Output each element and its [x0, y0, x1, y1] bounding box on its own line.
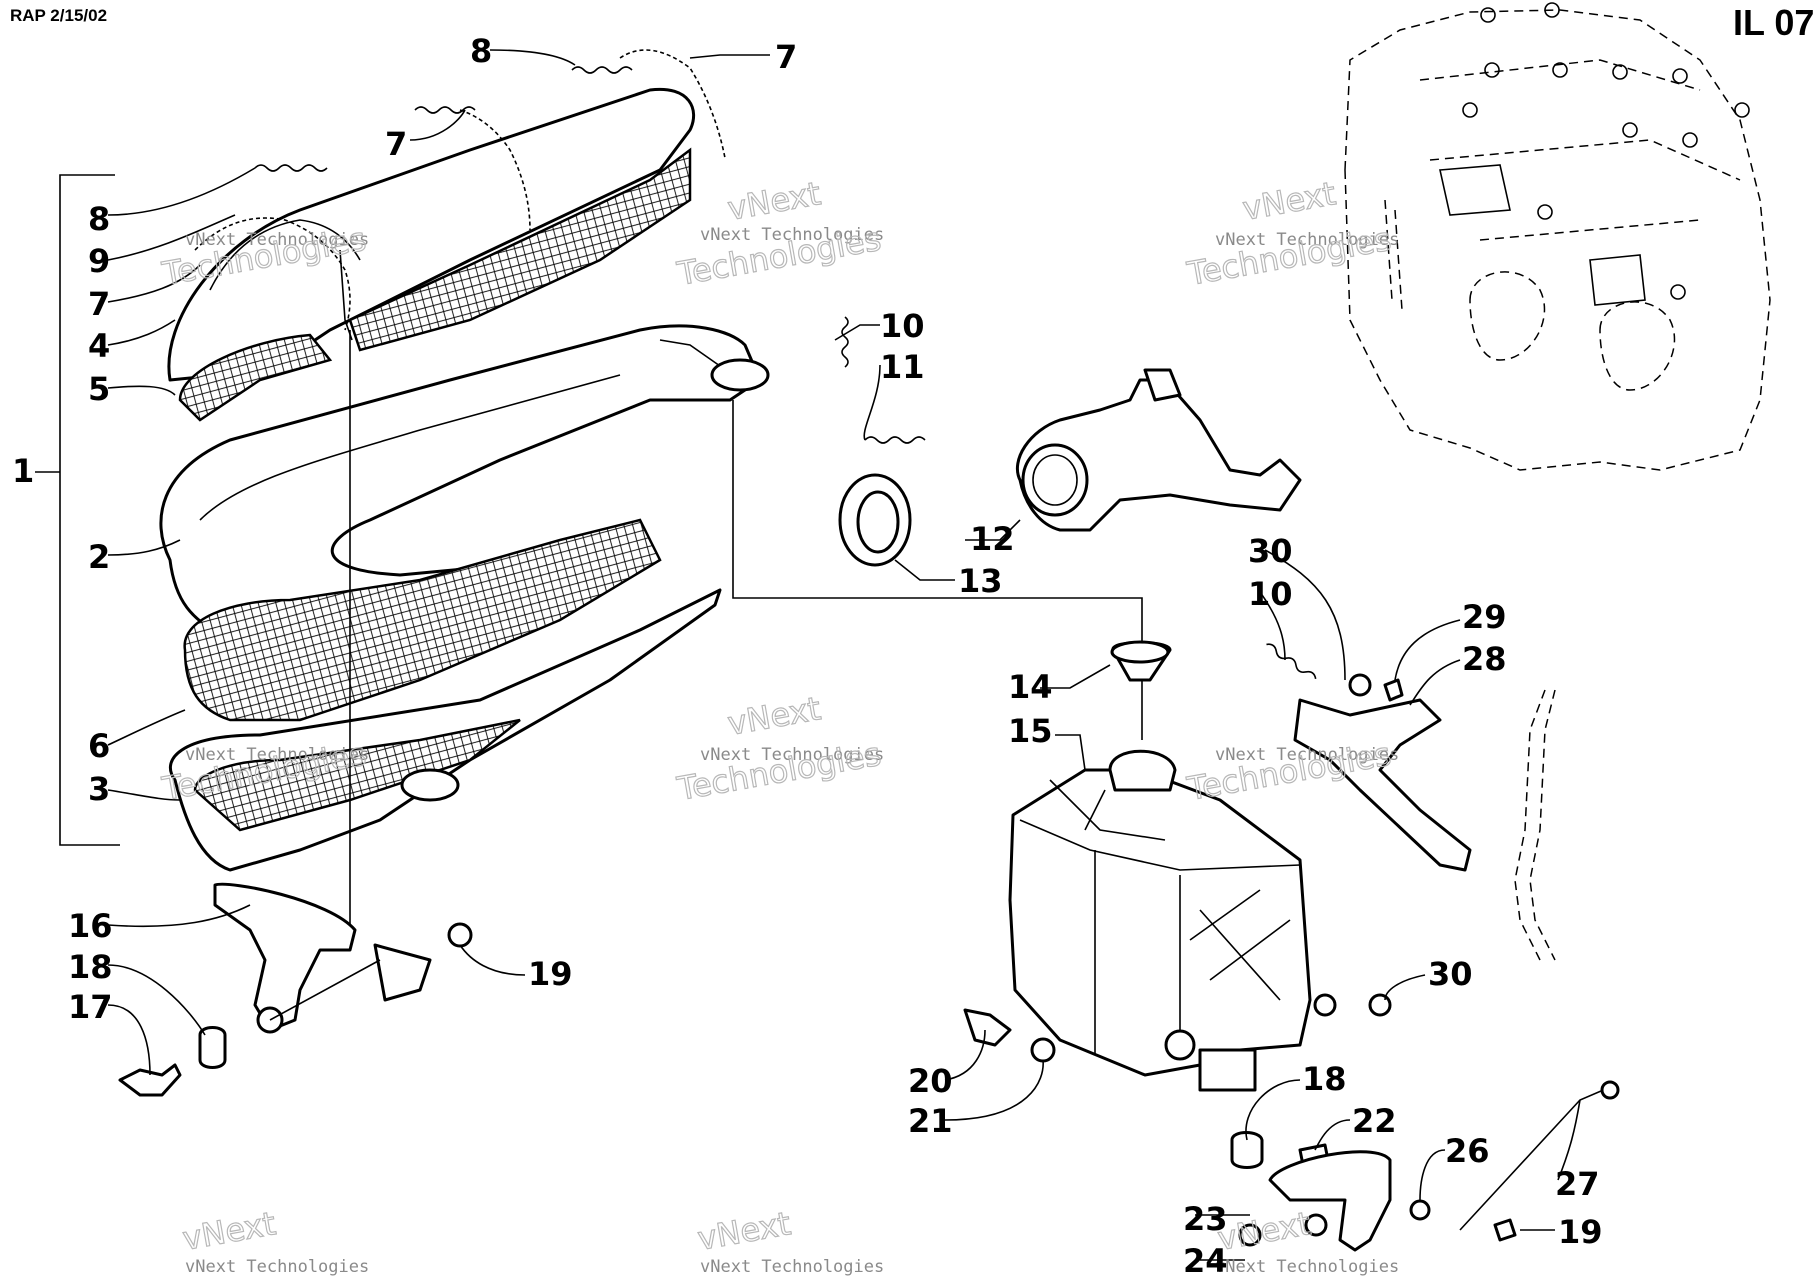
callout-7-top-right: 7: [775, 38, 797, 76]
callout-12: 12: [970, 520, 1015, 558]
callout-29: 29: [1462, 598, 1507, 636]
callout-21: 21: [908, 1102, 953, 1140]
svg-text:vNext Technologies: vNext Technologies: [1215, 230, 1399, 250]
callout-20: 20: [908, 1062, 953, 1100]
callout-9: 9: [88, 242, 110, 280]
svg-text:vNext: vNext: [695, 1204, 794, 1258]
svg-text:vNext Technologies: vNext Technologies: [700, 745, 884, 765]
springs: [194, 49, 1317, 680]
engine-block: [1344, 2, 1771, 471]
callout-19-right: 19: [1558, 1213, 1603, 1251]
callout-22: 22: [1352, 1102, 1397, 1140]
callout-27: 27: [1555, 1165, 1600, 1203]
svg-text:vNext Technologies: vNext Technologies: [185, 230, 369, 250]
callout-13: 13: [958, 562, 1003, 600]
callout-30-right: 30: [1428, 955, 1473, 993]
callout-17: 17: [68, 988, 113, 1026]
callout-1: 1: [12, 452, 34, 490]
svg-text:vNext: vNext: [725, 689, 824, 743]
date-code: RAP 2/15/02: [10, 6, 108, 25]
svg-text:vNext Technologies: vNext Technologies: [185, 1257, 369, 1277]
callout-11: 11: [880, 348, 925, 386]
callout-7-mid: 7: [385, 125, 407, 163]
callout-23: 23: [1183, 1200, 1228, 1238]
callout-16: 16: [68, 907, 113, 945]
callout-26: 26: [1445, 1132, 1490, 1170]
callout-30: 30: [1248, 532, 1293, 570]
callout-7: 7: [88, 285, 110, 323]
pipe-heat-shield-bottom: [169, 518, 722, 872]
leader-lines: [107, 49, 1581, 1261]
svg-text:vNext Technologies: vNext Technologies: [1215, 1257, 1399, 1277]
pipe-heat-shield-top: [167, 87, 696, 422]
grommet-cup: [1110, 640, 1172, 682]
svg-text:vNext: vNext: [725, 174, 824, 228]
y-pipe-manifold: [1015, 368, 1302, 532]
callout-24: 24: [1183, 1242, 1228, 1280]
callout-28: 28: [1462, 640, 1507, 678]
svg-text:vNext Technologies: vNext Technologies: [1215, 745, 1399, 765]
svg-text:vNext: vNext: [180, 1204, 279, 1258]
callout-14: 14: [1008, 668, 1053, 706]
svg-text:vNext Technologies: vNext Technologies: [700, 1257, 884, 1277]
callout-6: 6: [88, 727, 110, 765]
mount-bracket-left: [118, 882, 473, 1097]
silencer-muffler: [1008, 749, 1337, 1092]
callout-10-right: 10: [1248, 575, 1293, 613]
callout-4: 4: [88, 327, 110, 365]
callout-8-top: 8: [470, 32, 492, 70]
svg-text:vNext: vNext: [1240, 174, 1339, 228]
callout-18-right: 18: [1302, 1060, 1347, 1098]
callout-19: 19: [528, 955, 573, 993]
mount-bracket-right: [1293, 673, 1556, 1017]
svg-text:vNext Technologies: vNext Technologies: [185, 745, 369, 765]
callout-labels: 1 8 9 7 4 5 2 6 3 8 7 7 10 11 12 13 14 1…: [12, 32, 1603, 1280]
callout-15: 15: [1008, 712, 1053, 750]
callout-8: 8: [88, 200, 110, 238]
callout-10: 10: [880, 307, 925, 345]
illustration-id: IL 07: [1733, 2, 1814, 43]
callout-18: 18: [68, 948, 113, 986]
svg-text:vNext: vNext: [1215, 1204, 1314, 1258]
callout-5: 5: [88, 370, 110, 408]
exhaust-gasket: [838, 473, 912, 567]
svg-text:vNext Technologies: vNext Technologies: [700, 225, 884, 245]
callout-2: 2: [88, 538, 110, 576]
callout-3: 3: [88, 770, 110, 808]
